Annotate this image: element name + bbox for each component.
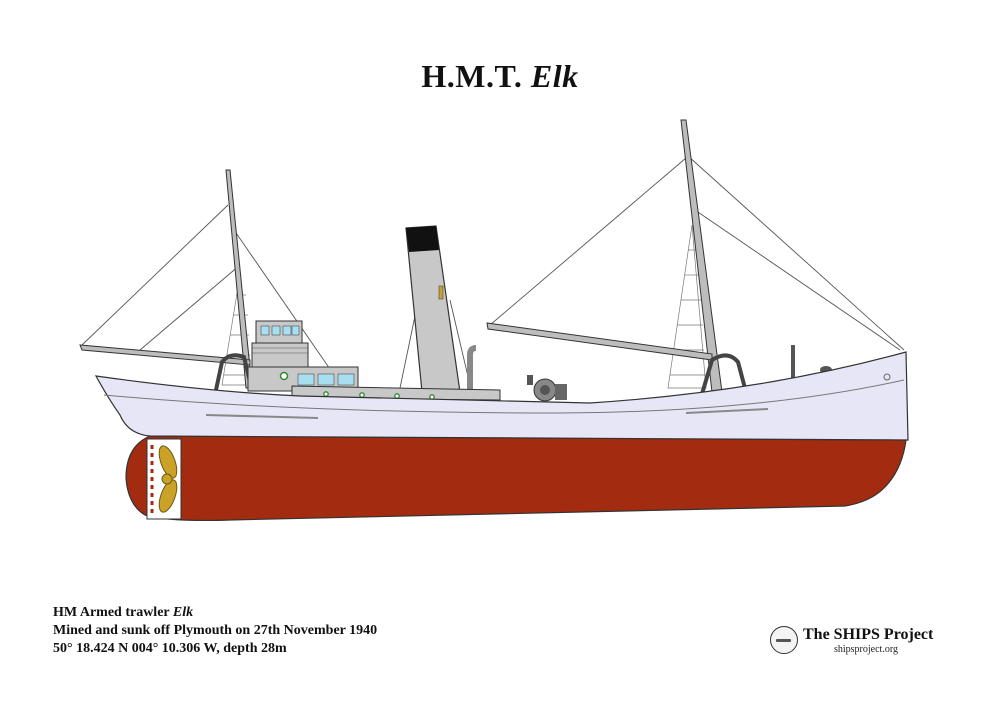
main-derrick: [486, 322, 713, 361]
funnel-top: [406, 226, 439, 252]
steam-pipe: [467, 345, 477, 392]
bow-post: [791, 345, 795, 378]
fore-gallows: [214, 353, 254, 391]
funnel-whistle: [438, 285, 444, 300]
wheelhouse: [247, 320, 359, 392]
trawl-winch: [527, 375, 567, 402]
page-title: H.M.T. Elk: [0, 58, 1000, 95]
ships-project-logo[interactable]: The SHIPS Project shipsproject.org: [770, 624, 970, 660]
fore-derrick: [79, 344, 251, 366]
title-prefix: H.M.T.: [421, 58, 523, 94]
caption-line-1: HM Armed trawler Elk: [53, 604, 377, 622]
caption-ship-name: Elk: [172, 605, 194, 620]
hull-upper: [94, 351, 909, 441]
hull-stripe-aft: [205, 414, 319, 419]
propeller: [158, 445, 178, 513]
caption: HM Armed trawler Elk Mined and sunk off …: [53, 604, 377, 658]
logo-url[interactable]: shipsproject.org: [834, 644, 898, 655]
hull-stripe-fore: [685, 408, 769, 414]
caption-line-3: 50° 18.424 N 004° 10.306 W, depth 28m: [53, 641, 287, 656]
logo-title: The SHIPS Project: [803, 626, 934, 643]
caption-line-2: Mined and sunk off Plymouth on 27th Nove…: [53, 623, 378, 638]
aft-gallows: [700, 353, 748, 395]
hull-lower: [125, 435, 907, 522]
rubbing-strake: [103, 379, 905, 414]
hawse-pipe: [883, 373, 891, 381]
caption-type: HM Armed trawler: [53, 605, 170, 620]
ships-badge-icon: [770, 626, 798, 654]
title-ship-name: Elk: [530, 58, 579, 94]
rigging: [81, 155, 905, 389]
